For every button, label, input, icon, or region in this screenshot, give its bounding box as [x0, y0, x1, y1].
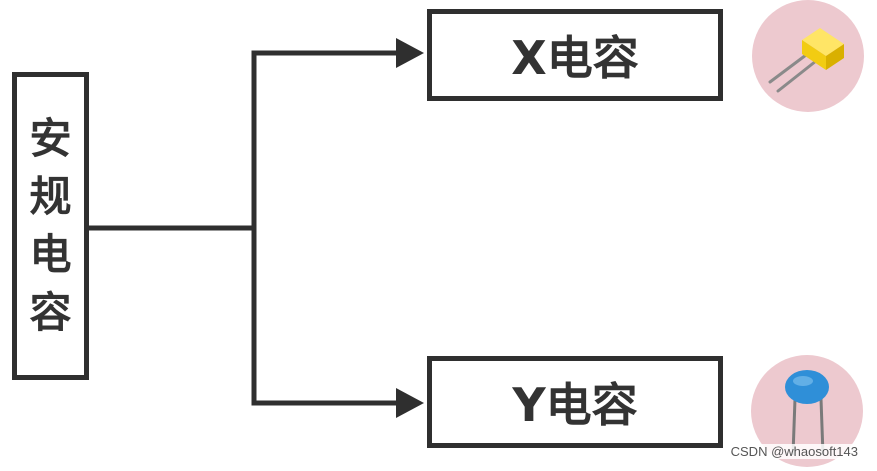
- trunk-line: [86, 50, 257, 406]
- branch-node-y: Y电容: [427, 356, 723, 448]
- root-label-char: 容: [29, 288, 72, 337]
- arrowhead-x: [396, 38, 424, 68]
- branch-node-x: X电容: [427, 9, 723, 101]
- root-label-char: 安: [29, 114, 72, 163]
- root-label-char: 电: [29, 230, 72, 279]
- x-capacitor-icon: [752, 0, 864, 112]
- branch-label-x: X电容: [511, 31, 639, 85]
- arrowhead-y: [396, 388, 424, 418]
- root-label-char: 规: [29, 172, 72, 221]
- branch-label-y: Y电容: [512, 378, 638, 432]
- root-node: 安规电容: [12, 72, 89, 380]
- root-label: 安规电容: [29, 110, 71, 342]
- watermark: CSDN @whaosoft143: [727, 444, 861, 459]
